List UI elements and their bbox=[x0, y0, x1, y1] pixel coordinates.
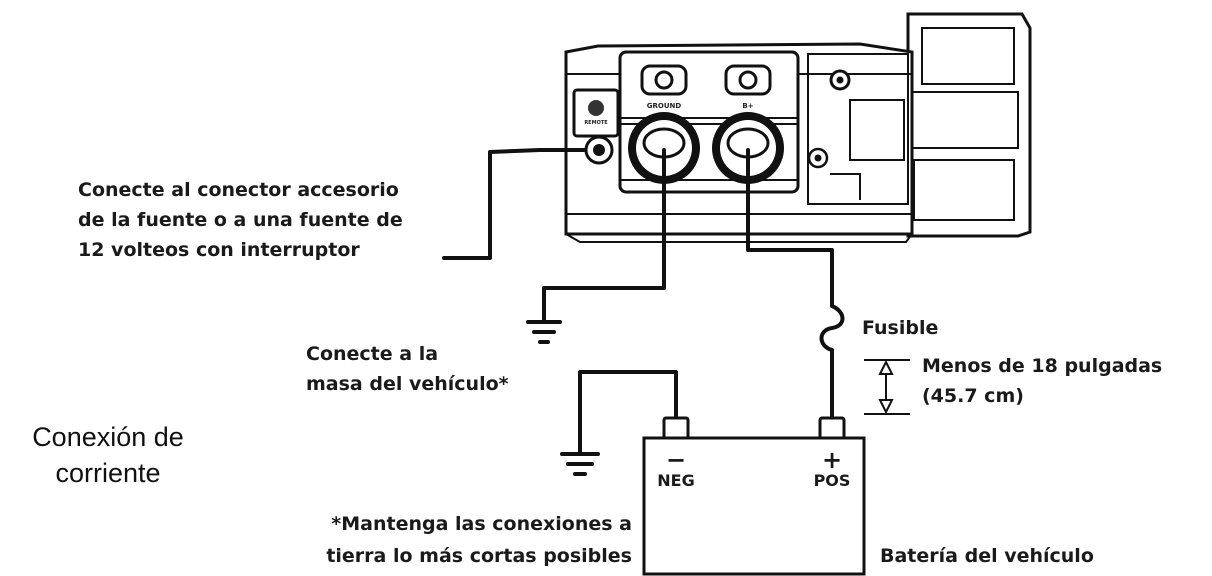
battery-positive-symbol: + bbox=[822, 446, 842, 474]
remote-note-line-1: Conecte al conector accesorio bbox=[78, 179, 399, 201]
battery-negative-symbol: − bbox=[666, 446, 686, 474]
footnote-line-1: *Mantenga las conexiones a bbox=[331, 513, 632, 535]
battery-ground-wire bbox=[578, 370, 678, 454]
diagram-title-line-2: corriente bbox=[55, 458, 160, 488]
amplifier-ground-symbol-icon bbox=[526, 320, 562, 344]
amplifier-ground-wire bbox=[542, 148, 666, 322]
ground-note-line-2: masa del vehículo* bbox=[306, 373, 509, 395]
distance-note-line-2: (45.7 cm) bbox=[922, 385, 1024, 407]
battery-positive-label: POS bbox=[814, 471, 851, 490]
fuse-icon bbox=[819, 304, 845, 352]
battery-caption: Batería del vehículo bbox=[880, 545, 1094, 567]
battery-terminal-label: B+ bbox=[742, 102, 753, 110]
distance-indicator bbox=[864, 359, 910, 415]
diagram-title-line-1: Conexión de bbox=[32, 422, 184, 452]
amplifier-unit bbox=[564, 12, 1032, 243]
remote-terminal-label: REMOTE bbox=[584, 120, 608, 126]
battery-ground-symbol-icon bbox=[560, 452, 600, 476]
vehicle-battery bbox=[642, 416, 866, 576]
footnote-line-2: tierra lo más cortas posibles bbox=[326, 545, 632, 567]
ground-note-line-1: Conecte a la bbox=[306, 343, 438, 365]
remote-wire bbox=[442, 148, 587, 260]
distance-note-line-1: Menos de 18 pulgadas bbox=[922, 355, 1162, 377]
remote-note-line-2: de la fuente o a una fuente de bbox=[78, 209, 403, 231]
ground-terminal-label: GROUND bbox=[647, 102, 682, 110]
battery-positive-wire bbox=[746, 148, 834, 308]
battery-negative-label: NEG bbox=[657, 471, 694, 490]
remote-note-line-3: 12 volteos con interruptor bbox=[78, 239, 360, 261]
fuse-label: Fusible bbox=[862, 317, 938, 339]
